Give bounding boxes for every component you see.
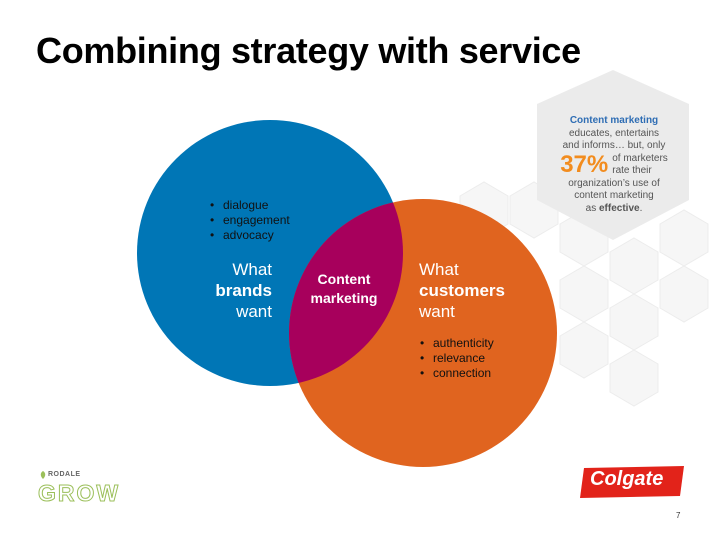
rodale-grow-logo: RODALE GROW (37, 471, 144, 507)
callout-line: as effective. (540, 203, 688, 216)
customers-label: What customers want (419, 259, 505, 322)
overlap-label-line: Content (317, 271, 371, 287)
customers-label-line: What (419, 260, 459, 279)
callout-text: Content marketing educates, entertains a… (540, 115, 688, 215)
bullet-item: advocacy (210, 228, 290, 243)
brands-label: What brands want (198, 259, 272, 322)
stat-line: of marketers (612, 152, 668, 164)
callout-line: educates, entertains (568, 127, 660, 139)
stat-line: rate their (612, 165, 652, 176)
brands-bullet-list: dialogue engagement advocacy (210, 198, 290, 243)
bullet-item: connection (420, 366, 494, 381)
rodale-wordmark: RODALE (48, 471, 81, 478)
customers-label-line: want (419, 302, 455, 321)
callout-line-part: . (639, 202, 643, 214)
slide-title: Combining strategy with service (36, 30, 581, 71)
stat-row: 37% of marketers rate their (540, 153, 688, 178)
bullet-item: dialogue (210, 198, 290, 213)
brands-label-line: want (236, 302, 272, 321)
overlap-region (289, 199, 403, 386)
grow-wordmark: GROW (37, 480, 121, 507)
colgate-logo: Colgate (580, 466, 684, 498)
stat-description: of marketers rate their (612, 153, 668, 178)
overlap-label-line: marketing (310, 290, 378, 306)
callout-line: and informs… but, only (562, 140, 666, 151)
callout-line: organization’s use of (568, 177, 660, 189)
colgate-logo-shape (580, 466, 684, 498)
overlap-label: Content marketing (298, 270, 390, 308)
brands-label-line: brands (215, 281, 272, 300)
leaf-icon (40, 471, 46, 479)
callout-line-part: as (585, 202, 599, 214)
callout-emphasis: effective (598, 202, 640, 214)
callout-line: content marketing (574, 190, 654, 201)
stat-value: 37% (560, 151, 609, 178)
callout-hexagon (537, 70, 689, 240)
callout-heading: Content marketing (569, 115, 659, 126)
page-number: 7 (676, 511, 681, 520)
bullet-item: authenticity (420, 336, 494, 351)
customers-bullet-list: authenticity relevance connection (420, 336, 494, 381)
bullet-item: relevance (420, 351, 494, 366)
customers-label-line: customers (419, 281, 505, 300)
brands-label-line: What (232, 260, 272, 279)
bullet-item: engagement (210, 213, 290, 228)
colgate-wordmark: Colgate (590, 468, 664, 490)
